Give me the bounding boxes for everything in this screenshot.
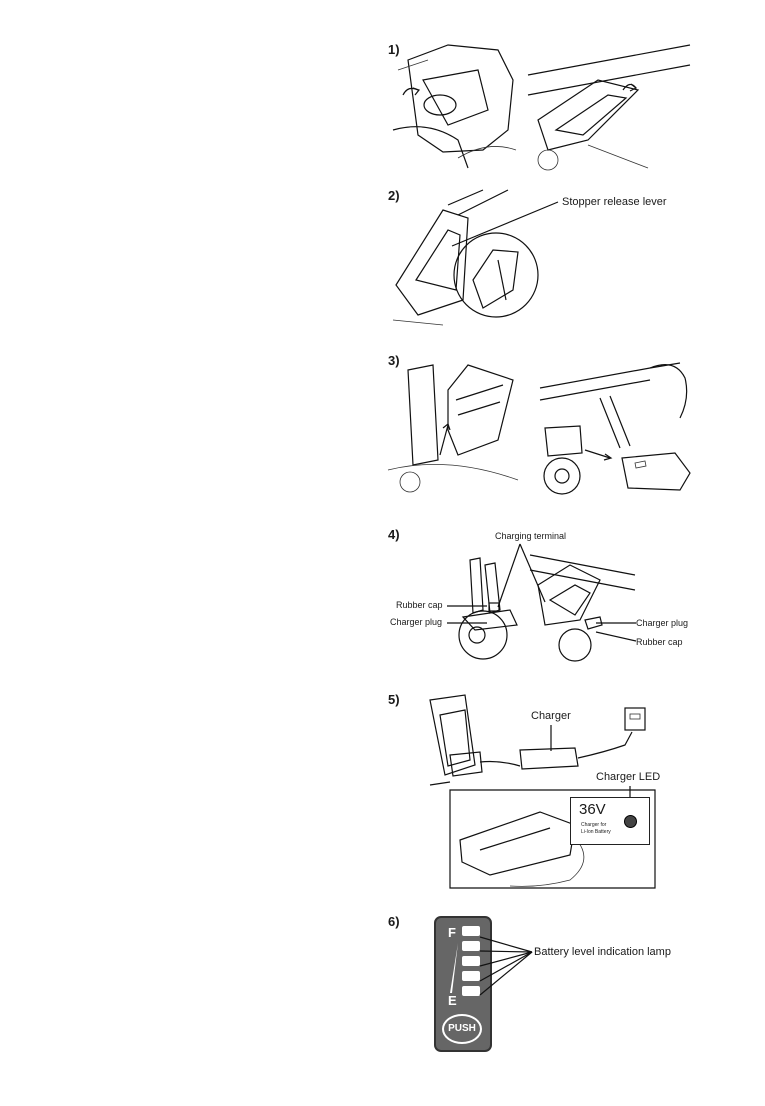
step-1-key-unlock-illustration	[388, 40, 518, 168]
battery-level-lamp-label: Battery level indication lamp	[534, 946, 671, 958]
step-3-battery-out-illustration	[540, 358, 692, 498]
rubber-cap-left-label: Rubber cap	[396, 600, 443, 610]
level-wedge-icon	[450, 943, 460, 993]
charger-leader	[548, 725, 554, 751]
step-5-number: 5)	[388, 692, 400, 707]
charger-plug-right-label: Charger plug	[636, 618, 688, 628]
stopper-release-leader-line	[450, 200, 560, 250]
step-6-number: 6)	[388, 914, 400, 929]
full-mark: F	[448, 925, 456, 940]
charger-voltage-text: 36V	[579, 801, 606, 818]
charger-led-label: Charger LED	[596, 771, 660, 783]
charger-desc-line1: Charger for	[581, 822, 606, 828]
charger-desc-line2: Li-Ion Battery	[581, 829, 611, 835]
rubber-cap-right-leader	[596, 630, 636, 644]
step-4-charging-right-illustration	[530, 545, 635, 663]
empty-mark: E	[448, 993, 457, 1008]
rubber-cap-left-leader	[447, 603, 487, 609]
charger-plug-right-leader	[596, 620, 636, 626]
lamp-leader-lines	[478, 935, 533, 997]
step-3-battery-removal-illustration	[388, 360, 520, 495]
step-4-charging-left-illustration	[455, 555, 525, 663]
step-1-battery-tilt-illustration	[528, 40, 690, 168]
charger-label: Charger	[531, 710, 571, 722]
step-4-number: 4)	[388, 527, 400, 542]
rubber-cap-right-label: Rubber cap	[636, 637, 683, 647]
stopper-release-lever-label: Stopper release lever	[562, 196, 667, 208]
charger-label-panel: 36V Charger for Li-Ion Battery	[570, 797, 650, 845]
charging-terminal-label: Charging terminal	[495, 531, 566, 541]
push-button[interactable]: PUSH	[442, 1014, 482, 1044]
charger-plug-left-label: Charger plug	[390, 617, 442, 627]
charger-plug-left-leader	[447, 620, 487, 626]
charger-led-indicator	[624, 815, 637, 828]
